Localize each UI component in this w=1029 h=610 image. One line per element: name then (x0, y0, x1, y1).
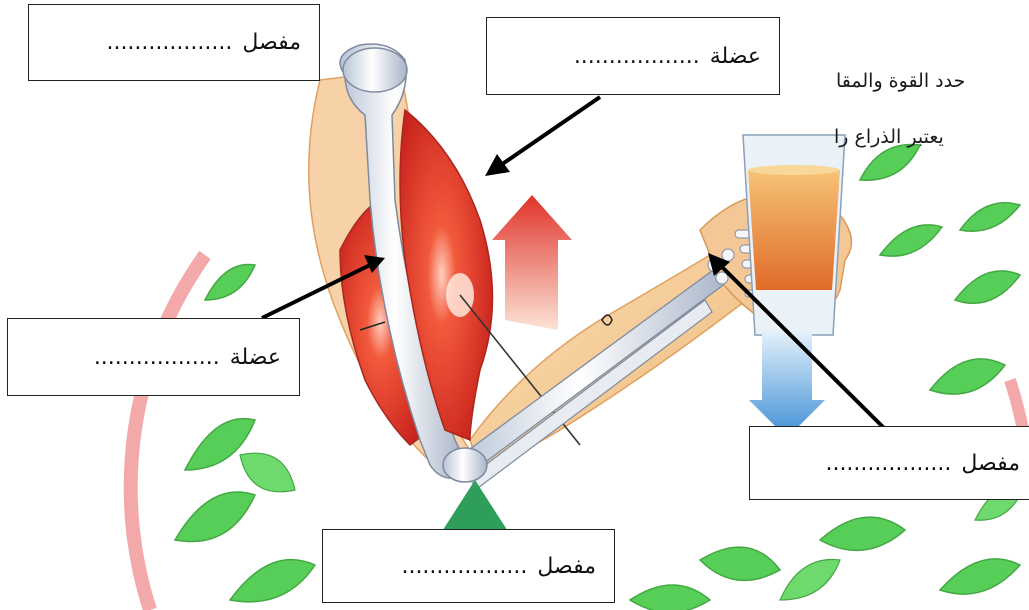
label-term: عضلة (710, 44, 761, 69)
label-box-biceps-muscle[interactable]: عضلة .................. (486, 17, 780, 95)
label-blank: .................. (825, 451, 951, 476)
label-term: مفصل (537, 554, 596, 579)
label-blank: .................. (574, 44, 700, 69)
label-term: مفصل (242, 30, 301, 55)
label-box-elbow-joint[interactable]: مفصل .................. (322, 529, 615, 603)
worksheet-line-1: حدد القوة والمقا (836, 70, 965, 92)
label-box-shoulder-joint[interactable]: مفصل .................. (28, 4, 320, 81)
load-force-arrow (749, 330, 825, 438)
label-box-wrist-joint[interactable]: مفصل .................. (749, 426, 1029, 500)
label-term: عضلة (230, 345, 281, 370)
label-term: مفصل (961, 451, 1020, 476)
label-blank: .................. (106, 30, 232, 55)
label-blank: .................. (401, 554, 527, 579)
label-box-triceps-muscle[interactable]: عضلة .................. (7, 318, 300, 396)
worksheet-line-2: يعتبر الذراع را (834, 126, 944, 148)
effort-force-arrow (492, 195, 572, 330)
label-blank: .................. (94, 345, 220, 370)
